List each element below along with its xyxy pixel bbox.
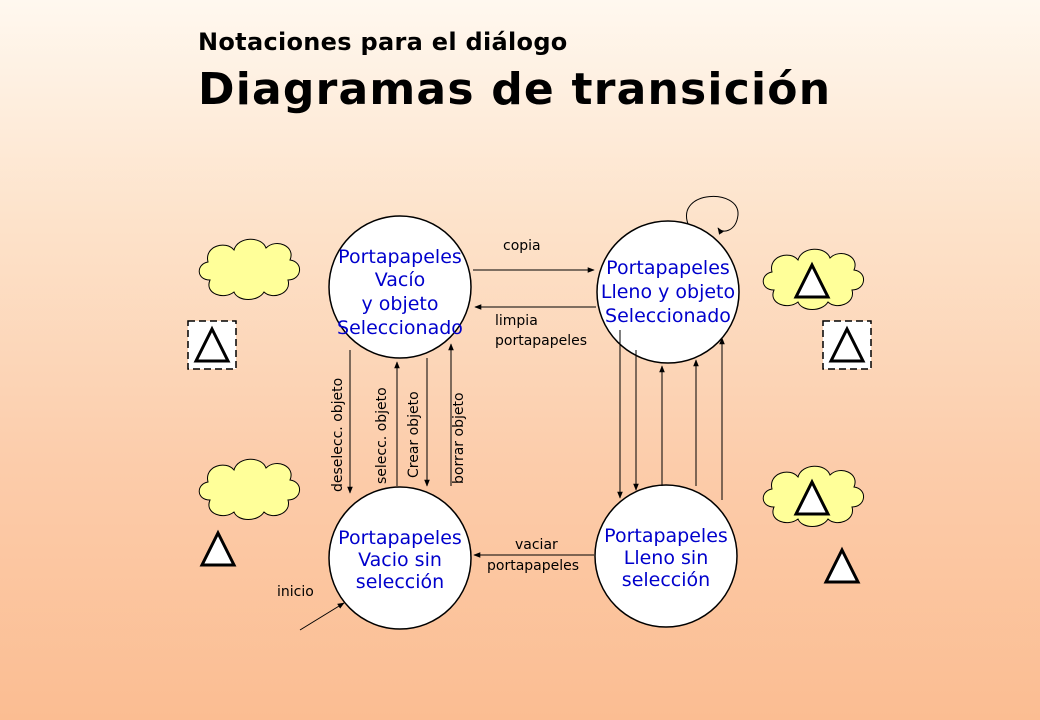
state-line: Portapapeles xyxy=(338,246,462,268)
transition-deselect-object: deselecc. objeto xyxy=(330,350,353,494)
transition-clear-clipboard: limpia portapapeles xyxy=(474,304,596,349)
state-clip-empty-selected: Portapapeles Vacío y objeto Seleccionado xyxy=(328,215,472,359)
transition-empty-clipboard: vaciar portapapeles xyxy=(473,537,594,574)
right-vertical-transitions xyxy=(617,330,725,500)
transition-label: limpia xyxy=(495,313,538,329)
transition-label: deselecc. objeto xyxy=(330,378,346,492)
state-line: y objeto xyxy=(361,293,438,315)
transition-start: inicio xyxy=(277,584,345,631)
start-label: inicio xyxy=(277,584,314,600)
triangle-icon xyxy=(200,531,236,567)
dashed-box-triangle-icon xyxy=(187,320,237,370)
state-line: selección xyxy=(356,571,444,593)
cloud-icon xyxy=(198,458,301,520)
state-line: Seleccionado xyxy=(337,317,463,339)
transition-label: copia xyxy=(503,238,541,254)
transition-label: portapapeles xyxy=(495,333,587,349)
state-line: Portapapeles xyxy=(606,257,730,279)
state-line: Seleccionado xyxy=(605,305,731,327)
state-clip-full-unselected: Portapapeles Lleno sin selección xyxy=(594,484,738,628)
state-line: Vacío xyxy=(375,269,426,291)
state-clip-full-selected: Portapapeles Lleno y objeto Seleccionado xyxy=(596,220,740,364)
state-line: Lleno y objeto xyxy=(601,281,735,303)
transition-delete-object: borrar objeto xyxy=(448,343,467,486)
cloud-icon xyxy=(198,238,301,300)
state-clip-empty-unselected: Portapapeles Vacio sin selección xyxy=(328,486,472,630)
transition-copy: copia xyxy=(473,238,595,273)
state-line: Portapapeles xyxy=(338,527,462,549)
state-line: Vacio sin xyxy=(358,549,442,571)
state-line: Portapapeles xyxy=(604,525,728,547)
state-line: Lleno sin xyxy=(624,547,708,569)
dashed-box-triangle-icon xyxy=(822,320,872,370)
transition-label: portapapeles xyxy=(487,558,579,574)
transition-label: vaciar xyxy=(515,537,558,553)
transition-create-object: Crear objeto xyxy=(406,358,430,487)
transition-label: Crear objeto xyxy=(406,391,422,478)
transition-select-object: selecc. objeto xyxy=(374,361,400,486)
triangle-icon xyxy=(824,548,860,584)
page-title: Diagramas de transición xyxy=(198,64,832,115)
transition-label: selecc. objeto xyxy=(374,387,390,484)
transition-label: borrar objeto xyxy=(451,392,467,484)
self-loop xyxy=(686,196,739,235)
subtitle: Notaciones para el diálogo xyxy=(198,28,568,56)
state-line: selección xyxy=(622,569,710,591)
